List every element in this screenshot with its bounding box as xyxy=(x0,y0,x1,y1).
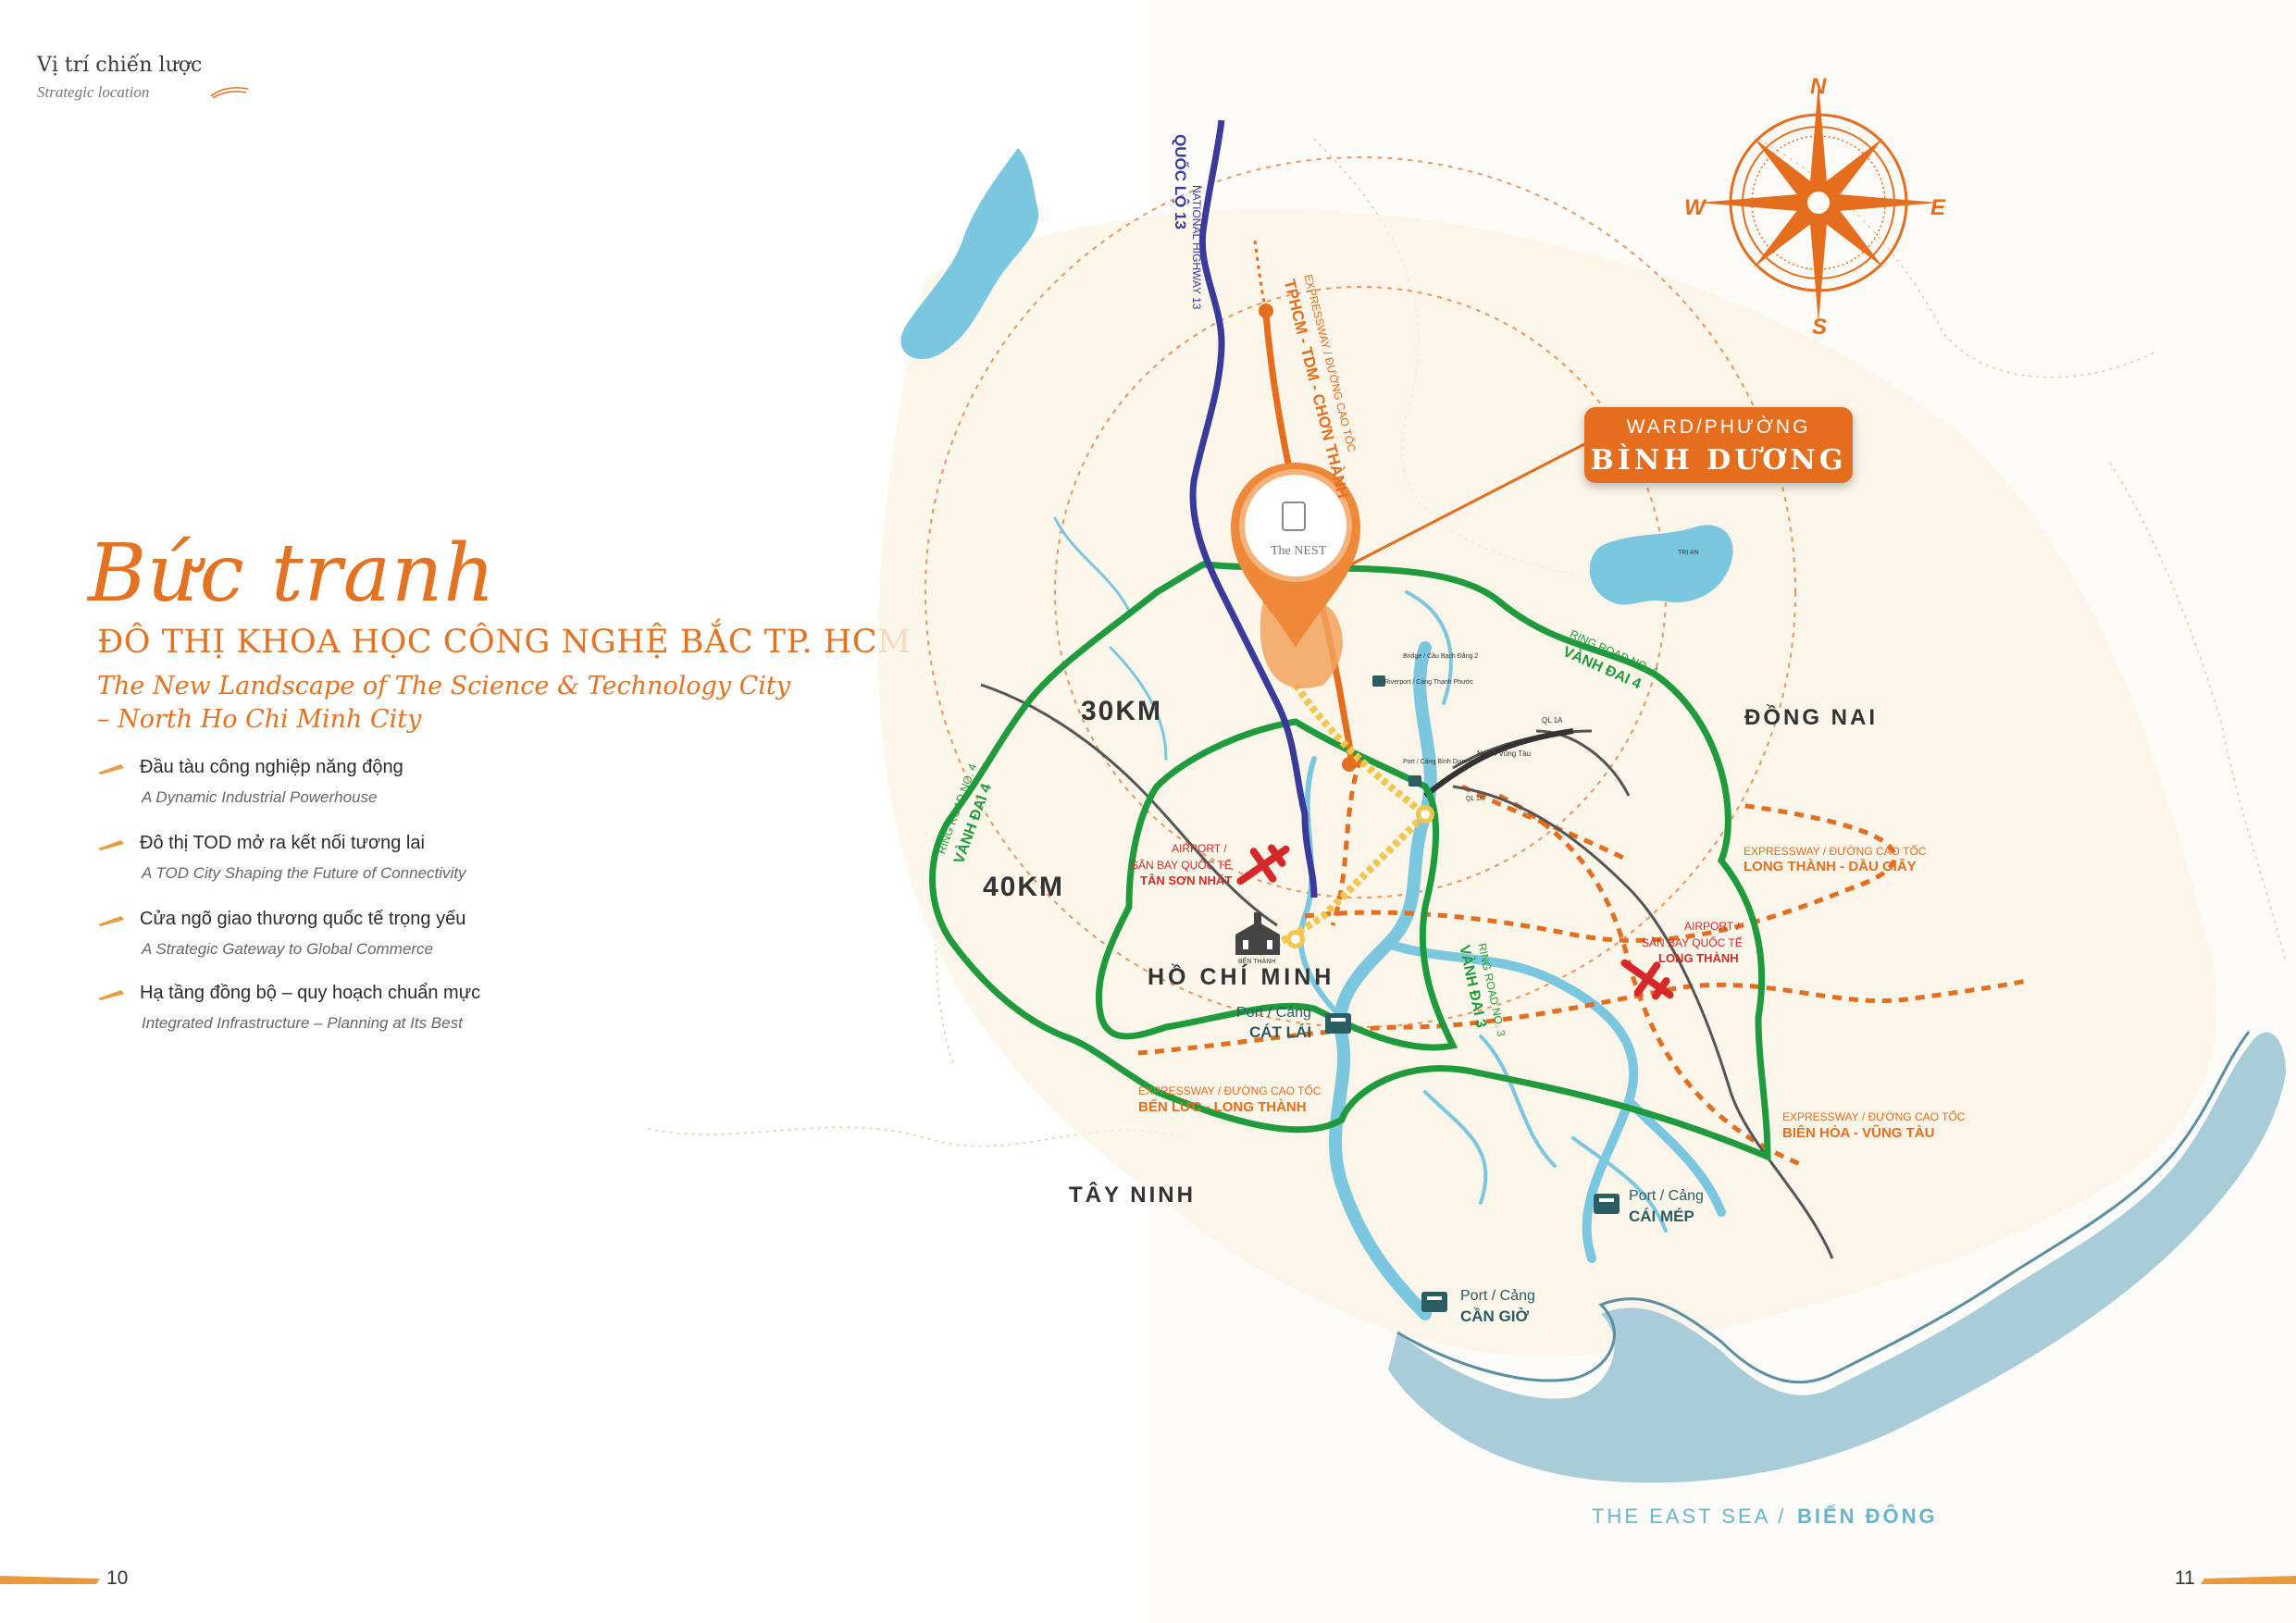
expressway-start-dot xyxy=(1342,757,1357,772)
port-cat-lai-icon xyxy=(1325,1013,1351,1034)
lt-airport-label-3: LONG THÀNH xyxy=(1658,951,1739,965)
cangio-label-1: Port / Cảng xyxy=(1460,1288,1535,1304)
compass-n: N xyxy=(1810,74,1827,99)
ql1k-label: QL 1K xyxy=(1466,796,1484,802)
port-cai-mep-icon xyxy=(1594,1194,1620,1214)
compass-e: E xyxy=(1930,195,1946,220)
bridge-label: Bridge / Cầu Bạch Đằng 2 xyxy=(1403,653,1479,660)
tsn-label-1: AIRPORT / xyxy=(1172,842,1227,855)
catlai-label-2: CÁT LÁI xyxy=(1249,1023,1312,1041)
page-number-left: 10 xyxy=(106,1567,129,1589)
national-highway-13 xyxy=(1189,119,1318,898)
brush-bullet-icon xyxy=(98,916,124,926)
ben-thanh-market-icon xyxy=(1235,912,1280,955)
bl-lt-label-vi: BẾN LỨC - LONG THÀNH xyxy=(1138,1099,1307,1115)
page-subtitle-line1: The New Landscape of The Science & Techn… xyxy=(97,672,791,700)
distance-30km: 30KM xyxy=(1081,696,1163,726)
bl-lt-label-en: EXPRESSWAY / ĐƯỜNG CAO TỐC xyxy=(1138,1084,1322,1097)
region-tay-ninh: TÂY NINH xyxy=(1069,1183,1196,1208)
riverport-label: Riverport / Cảng Thạnh Phước xyxy=(1384,679,1473,686)
lt-airport-label-2: SÂN BAY QUỐC TẾ xyxy=(1642,936,1743,949)
compass-s: S xyxy=(1812,315,1828,340)
page-num-swoosh-right xyxy=(2201,1576,2296,1584)
region-dong-nai: ĐỒNG NAI xyxy=(1744,705,1878,730)
caimep-label-2: CÁI MÉP xyxy=(1629,1208,1694,1225)
section-subtitle: Strategic location xyxy=(37,83,150,101)
cangio-label-2: CẦN GIỜ xyxy=(1460,1307,1530,1325)
header-ornament-icon xyxy=(210,87,249,99)
metro-station-icon xyxy=(1286,805,1434,948)
expressway-end-dot xyxy=(1259,304,1273,318)
page-title: ĐÔ THỊ KHOA HỌC CÔNG NGHỆ BẮC TP. HCM xyxy=(97,624,912,661)
section-title: Vị trí chiến lược xyxy=(37,54,203,77)
page-number-right: 11 xyxy=(2175,1567,2195,1589)
feature-title: Đô thị TOD mở ra kết nối tương lai xyxy=(140,833,425,853)
small-port-icon xyxy=(1372,675,1421,787)
ward-callout: WARD/PHƯỜNG BÌNH DƯƠNG xyxy=(1584,407,1853,483)
port-bd-label: Port / Cảng Bình Dương xyxy=(1403,759,1473,765)
lt-dg-label-en: EXPRESSWAY / ĐƯỜNG CAO TỐC xyxy=(1744,845,1927,858)
tri-an-label: TRỊ AN xyxy=(1678,550,1699,556)
distance-40km: 40KM xyxy=(983,872,1065,902)
ward-callout-line xyxy=(1350,442,1585,566)
lt-airport-label-1: AIRPORT / xyxy=(1684,920,1740,933)
port-can-gio-icon xyxy=(1421,1292,1447,1312)
tsn-label-3: TÂN SƠN NHẤT xyxy=(1140,873,1233,887)
page-subtitle-line2: – North Ho Chi Minh City xyxy=(97,705,422,734)
catlai-label-1: Port / Cảng xyxy=(1236,1005,1311,1021)
compass-w: W xyxy=(1684,195,1706,220)
vungtau-junction-label: Ngã 4 Vũng Tàu xyxy=(1477,750,1532,758)
ql13-label-vi: QUỐC LỘ 13 xyxy=(1172,134,1189,229)
feature-subtitle: A TOD City Shaping the Future of Connect… xyxy=(142,864,466,882)
brush-bullet-icon xyxy=(98,990,124,1000)
bh-vt-label-vi: BIÊN HÒA - VŨNG TÀU xyxy=(1782,1125,1935,1141)
project-logo-text: The NEST xyxy=(1271,544,1327,558)
lake-tri-an xyxy=(1589,525,1733,605)
feature-subtitle: A Dynamic Industrial Powerhouse xyxy=(142,788,378,806)
coastline xyxy=(1388,1032,2286,1483)
feature-subtitle: Integrated Infrastructure – Planning at … xyxy=(142,1014,463,1032)
land-area xyxy=(877,209,2217,1357)
ql1a-road xyxy=(1423,728,1574,799)
brush-bullet-icon xyxy=(98,840,124,850)
script-heading: Bức tranh xyxy=(88,527,496,620)
ben-thanh-label: BẾN THÀNH xyxy=(1238,959,1276,965)
feature-title: Đầu tàu công nghiệp năng động xyxy=(140,757,403,777)
bh-vt-label-en: EXPRESSWAY / ĐƯỜNG CAO TỐC xyxy=(1782,1110,1966,1123)
coastline-shadow xyxy=(1396,1031,2251,1384)
ring-road-3 xyxy=(1095,718,1458,1051)
lt-dg-label-vi: LONG THÀNH - DẦU GIÂY xyxy=(1744,859,1917,874)
ward-label-vi: BÌNH DƯƠNG xyxy=(1590,444,1847,477)
feature-title: Cửa ngõ giao thương quốc tế trọng yếu xyxy=(140,909,466,929)
caimep-label-1: Port / Cảng xyxy=(1629,1188,1704,1204)
feature-title: Hạ tầng đồng bộ – quy hoạch chuẩn mực xyxy=(140,983,481,1003)
ring-road-4 xyxy=(929,561,1771,1162)
lake-dau-tieng xyxy=(900,148,1038,360)
ql1a-label: QL 1A xyxy=(1542,716,1563,725)
brush-bullet-icon xyxy=(98,764,124,774)
compass-rose-icon xyxy=(1698,82,1939,323)
sea-label-en: THE EAST SEA / xyxy=(1592,1505,1787,1528)
ql13-label-en: NATIONAL HIGHWAY 13 xyxy=(1190,185,1203,310)
page-num-swoosh-left xyxy=(0,1576,100,1584)
sea-label-vi: BIỂN ĐÔNG xyxy=(1797,1505,1938,1528)
airport-long-thanh-icon xyxy=(1620,959,1674,1000)
tsn-label-2: SÂN BAY QUỐC TẾ xyxy=(1131,859,1232,872)
region-ho-chi-minh: HỒ CHÍ MINH xyxy=(1148,964,1335,990)
the-nest-pin xyxy=(1231,463,1360,648)
airport-tan-son-nhat-icon xyxy=(1236,844,1290,886)
ward-label-en: WARD/PHƯỜNG xyxy=(1626,416,1811,438)
feature-subtitle: A Strategic Gateway to Global Commerce xyxy=(142,940,433,958)
